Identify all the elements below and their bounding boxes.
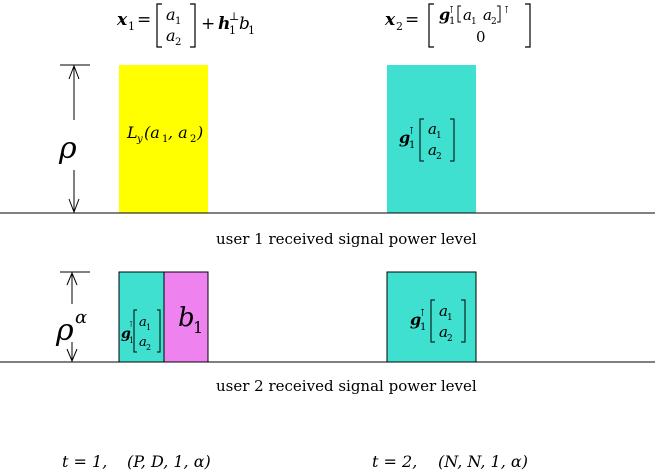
x1-h-symbol: h <box>218 14 230 34</box>
x2-equals: = <box>405 10 419 30</box>
time-slot-labels: t = 1, (P, D, 1, α) t = 2, (N, N, 1, α) <box>62 452 528 471</box>
user2-right-g-transpose: ⊺ <box>420 308 425 319</box>
x1-plus: + <box>201 14 215 34</box>
user2-right-g: g <box>410 310 421 329</box>
user2-right-a1-sub: 1 <box>447 313 453 323</box>
x1-right-bracket <box>190 3 196 48</box>
user2-left-g: g <box>121 326 131 342</box>
x1-symbol: x <box>116 10 128 30</box>
user2-left-a1-sub: 1 <box>146 323 151 332</box>
t1-tuple: (P, D, 1, α) <box>127 452 211 471</box>
x1-b-symbol: b <box>239 14 250 34</box>
x1-matrix-a1-sub: 1 <box>175 16 181 27</box>
user2-left-a1: a <box>139 315 147 330</box>
user2-level-arrow-down-head <box>66 348 78 363</box>
user2-right-bracket-open <box>430 299 435 343</box>
user2-left-cyan-block <box>118 271 165 363</box>
user2-pink-b-sub: 1 <box>193 318 203 337</box>
t1-label: t = 1, <box>62 452 107 471</box>
x1-left-bracket <box>156 3 162 48</box>
user2-rho-label: ρ <box>55 313 74 348</box>
x2-inner-right-bracket <box>497 5 501 23</box>
x2-g-symbol: g <box>439 5 450 24</box>
user1-level-arrow-down-head <box>68 198 80 214</box>
user1-yellow-args-close: ) <box>196 123 203 142</box>
x2-a1: a <box>463 6 472 24</box>
x1-matrix-a2: a <box>166 26 176 45</box>
user2-right-g-sub: 1 <box>420 322 426 333</box>
x2-a1-sub: 1 <box>471 17 477 27</box>
x2-g-transpose: ⊺ <box>449 5 454 16</box>
x2-a2-sub: 2 <box>491 17 497 27</box>
user2-right-a2-sub: 2 <box>447 334 453 344</box>
user2-left-bracket-close <box>157 309 161 353</box>
user1-yellow-args-a1: (a <box>144 123 160 142</box>
user2-left-bracket-open <box>133 309 137 353</box>
user1-cyan-g-transpose: ⊺ <box>409 126 414 137</box>
user2-level-arrow-up-head <box>66 271 78 286</box>
user1-cyan-a2-sub: 2 <box>436 152 442 162</box>
user2-right-bracket-close <box>461 299 466 343</box>
user2-left-a2-sub: 2 <box>146 343 151 352</box>
user1-cyan-g-sub: 1 <box>409 140 415 151</box>
user1-cyan-a2: a <box>428 141 437 159</box>
user1-yellow-args-a2: , a <box>168 123 188 142</box>
x1-b-sub: 1 <box>248 24 255 37</box>
user2-alpha-sup: α <box>75 307 87 328</box>
user1-yellow-block <box>119 65 208 213</box>
t2-tuple: (N, N, 1, α) <box>438 452 528 471</box>
x1-matrix-a2-sub: 2 <box>175 37 181 48</box>
t2-label: t = 2, <box>372 452 417 471</box>
user1-cyan-block <box>387 65 476 213</box>
x1-h-sub: 1 <box>229 24 236 37</box>
user1-cyan-a1-sub: 1 <box>436 131 442 141</box>
user2-left-a2: a <box>139 335 147 350</box>
user2-caption: user 2 received signal power level <box>216 377 477 395</box>
x1-matrix-a1: a <box>166 5 176 24</box>
user1-cyan-g: g <box>399 128 410 147</box>
user2-right-a1: a <box>439 302 448 320</box>
user2-pink-b: b <box>178 303 195 333</box>
x2-inner-left-bracket <box>457 5 461 23</box>
user1-rho-label: ρ <box>58 131 77 166</box>
user1-panel: ρ L y (a 1 , a 2 ) g ⊺ 1 a 1 a 2 user 1 … <box>0 64 655 248</box>
user2-right-a2: a <box>439 323 448 341</box>
user1-cyan-right-bracket <box>450 118 455 162</box>
user1-cyan-a1: a <box>428 120 437 138</box>
x2-symbol: x <box>384 10 396 30</box>
user1-caption: user 1 received signal power level <box>216 230 477 248</box>
user1-yellow-a1-sub: 1 <box>162 134 168 145</box>
user2-left-g-sub: 1 <box>129 336 134 345</box>
user1-yellow-a2-sub: 2 <box>190 134 196 145</box>
x2-subscript: 2 <box>396 20 403 33</box>
x2-equation: x 2 = g ⊺ 1 a 1 a 2 ⊺ 0 <box>384 3 531 48</box>
x1-equation: x 1 = a 1 a 2 + h ⊥ 1 b 1 <box>116 3 255 48</box>
x2-outer-transpose: ⊺ <box>504 5 509 16</box>
x1-subscript: 1 <box>128 20 135 33</box>
x2-zero: 0 <box>476 28 486 46</box>
x2-right-bracket <box>525 3 531 48</box>
user1-cyan-left-bracket <box>419 118 424 162</box>
user1-yellow-L-sub: y <box>136 134 143 145</box>
x2-left-bracket <box>428 3 434 48</box>
user2-pink-block <box>163 271 209 363</box>
x2-a2: a <box>483 6 492 24</box>
x2-g-sub: 1 <box>449 16 455 27</box>
x1-equals: = <box>137 10 151 30</box>
user1-yellow-L: L <box>126 123 138 142</box>
user1-level-arrow-up-head <box>68 64 80 80</box>
user2-left-g-transpose: ⊺ <box>129 320 133 329</box>
x1-h-perp: ⊥ <box>229 10 239 23</box>
user2-panel: ρ α g ⊺ 1 a 1 a 2 b 1 g ⊺ 1 a 1 a 2 user… <box>0 271 655 395</box>
